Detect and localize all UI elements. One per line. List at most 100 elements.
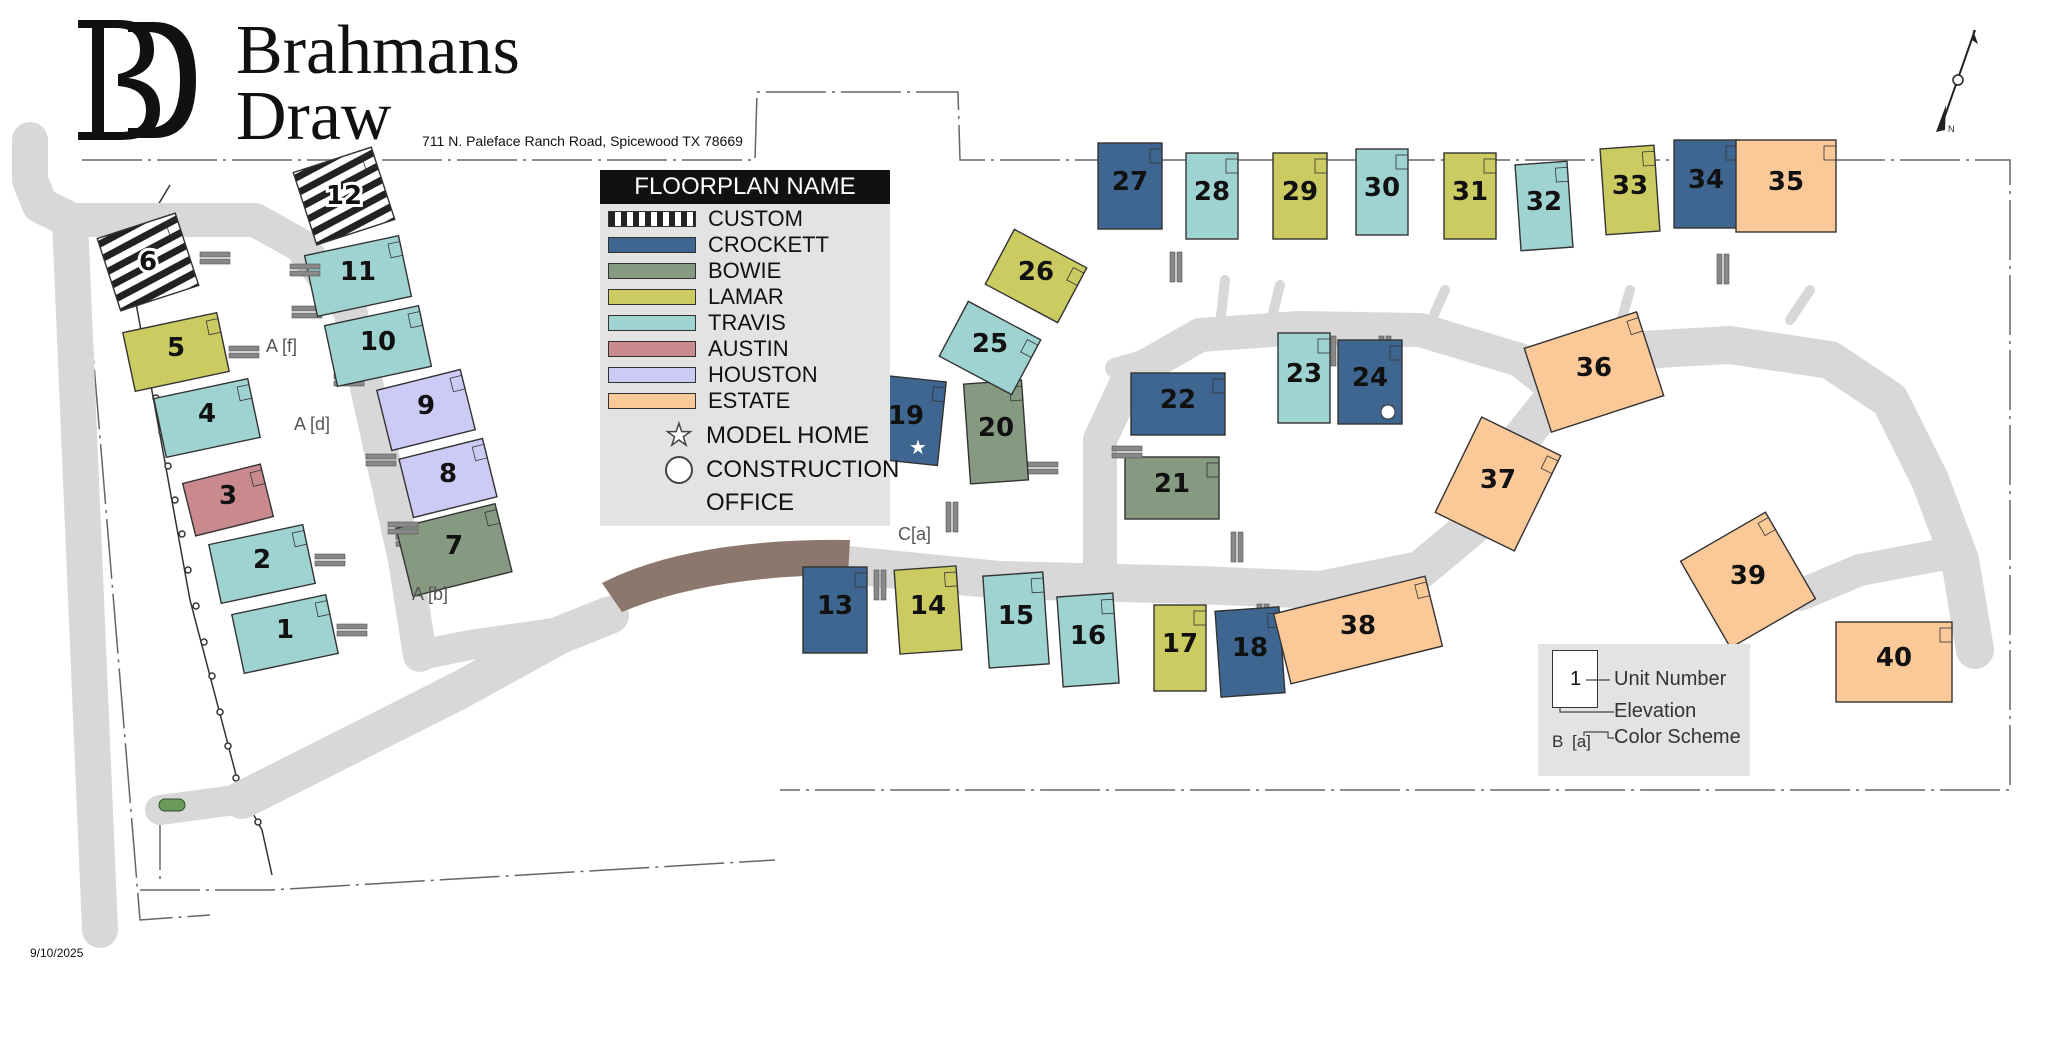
lot-detail [1020,339,1039,359]
lot-32[interactable]: 32 [1514,160,1574,252]
lot-detail [1206,462,1220,478]
lot-footprint [303,234,413,318]
driveway [1716,253,1730,285]
lot-9[interactable]: 9 [349,368,479,474]
lot-18[interactable]: 18 [1214,602,1286,698]
legend-title: FLOORPLAN NAME [600,170,890,204]
legend-swatch-estate [608,393,696,409]
lot-31[interactable]: 31 [1443,152,1497,240]
lot-40[interactable]: 40 [1835,621,1953,703]
lot-23[interactable]: 23 [1277,332,1337,424]
lot-detail [1540,455,1559,475]
legend-model-home: ★ MODEL HOME [662,420,869,452]
lot-25[interactable]: 25 [938,300,1042,396]
lot-number: 20 [978,413,1014,443]
lot-30[interactable]: 30 [1355,148,1409,236]
lot-38[interactable]: 38 [1272,575,1444,685]
lot-17[interactable]: 17 [1153,604,1207,692]
lot-4[interactable]: 4 [152,377,262,459]
driveway [336,623,368,637]
driveway [289,263,321,277]
legend-construction-office: CONSTRUCTION [662,454,899,486]
key-color-scheme-example: [a] [1572,732,1591,751]
lot-number: 27 [1112,167,1148,197]
lot-10[interactable]: 10 [321,304,433,392]
driveway [199,251,231,265]
lot-33[interactable]: 33 [1599,144,1661,236]
lot-7[interactable]: 7 [392,502,513,598]
lot-footprint [1185,152,1239,240]
lot-20[interactable]: 20 [962,378,1060,485]
lot-16[interactable]: 16 [1056,592,1120,688]
lot-number: 33 [1612,171,1648,201]
lot-2[interactable]: 2 [207,517,350,605]
lot-number: 28 [1194,177,1230,207]
legend-item-estate: ESTATE [608,388,790,413]
legend-swatch-custom [608,211,696,227]
annotations-layer: A [f]A [d]A [b]C[a] [266,336,931,604]
lot-14[interactable]: 14 [893,562,1016,655]
lot-number: 10 [360,327,396,357]
lot-footprint [1272,152,1328,240]
elevation-annotation: C[a] [898,524,931,544]
circle-icon [665,456,693,484]
lot-detail [449,374,466,393]
lot-21[interactable]: 21 [1124,456,1244,563]
lot-number: 37 [1480,465,1516,495]
driveway [1230,531,1244,563]
lot-footprint [1153,604,1207,692]
legend-construction-label: CONSTRUCTION [706,456,900,483]
legend-label: HOUSTON [708,362,818,387]
lot-detail [1030,577,1045,594]
lot-24[interactable]: 24 [1337,335,1403,425]
lot-22[interactable]: 22 [1111,372,1226,459]
legend-item-bowie: BOWIE [608,258,781,283]
lot-footprint [375,368,477,452]
lot-6[interactable]: 6 [96,201,237,312]
legend-label: LAMAR [708,284,784,309]
legend-office-label: OFFICE [706,489,794,516]
driveway [1111,445,1143,459]
lot-34[interactable]: 34 [1673,139,1739,285]
lot-11[interactable]: 11 [280,234,413,324]
lot-footprint [1443,152,1497,240]
lot-12[interactable]: 12 [260,146,404,285]
address: 711 N. Paleface Ranch Road, Spicewood TX… [422,133,743,149]
lot-5[interactable]: 5 [121,306,263,393]
lot-number: 15 [998,601,1034,631]
driveway [873,569,887,601]
lot-footprint [1277,332,1331,424]
lot-1[interactable]: 1 [230,588,372,675]
lot-detail [1823,145,1837,161]
lot-3[interactable]: 3 [181,463,275,537]
lot-detail [205,318,222,336]
lot-number: 25 [972,329,1008,359]
key-color-scheme-label: Color Scheme [1614,726,1741,748]
lot-27[interactable]: 27 [1097,142,1183,283]
lot-13[interactable]: 13 [802,566,887,654]
lot-footprint [96,212,200,312]
lot-15[interactable]: 15 [982,571,1050,669]
lot-number: 11 [340,257,376,287]
lot-detail [387,241,404,259]
lot-29[interactable]: 29 [1272,152,1328,240]
lot-number: 8 [439,459,457,489]
lot-footprint [292,146,396,246]
lot-39[interactable]: 39 [1679,511,1817,649]
lot-detail [165,218,182,237]
lot-8[interactable]: 8 [371,437,501,541]
lot-number: 12 [326,181,362,211]
lot-detail [1395,154,1409,170]
lot-number: 36 [1576,353,1612,383]
lot-35[interactable]: 35 [1735,139,1837,233]
lot-36[interactable]: 36 [1523,311,1665,433]
lot-28[interactable]: 28 [1185,152,1239,240]
lot-number: 5 [167,333,185,363]
lot-26[interactable]: 26 [984,228,1088,324]
lot-footprint [1835,621,1953,703]
lot-37[interactable]: 37 [1434,416,1562,552]
elevation-annotation: A [f] [266,336,297,356]
key-unit-number: 1 [1570,668,1582,690]
lot-detail [484,509,501,527]
lot-footprint [1735,139,1837,233]
